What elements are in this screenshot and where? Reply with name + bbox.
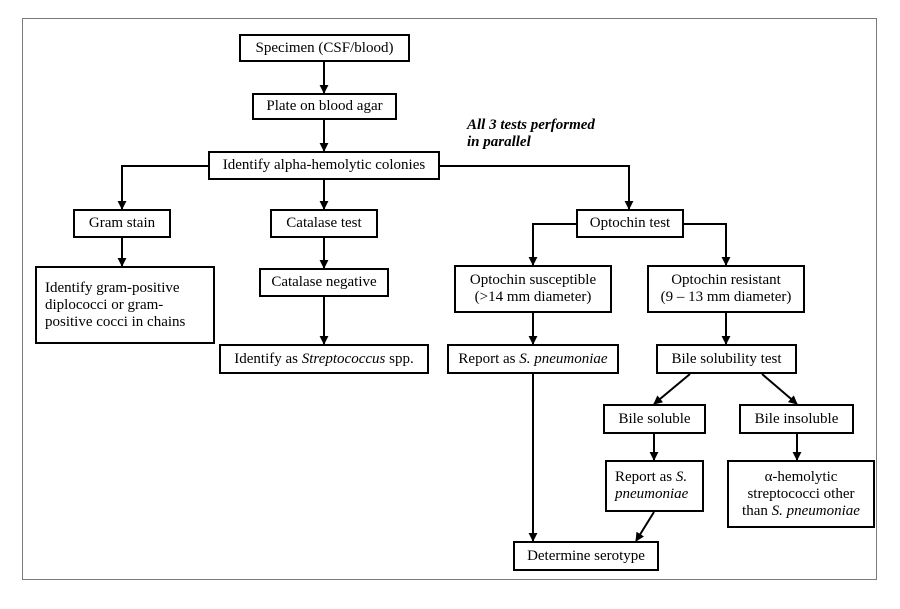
parallel-note-line2: in parallel <box>467 134 531 150</box>
node-determine-serotype-label: Determine serotype <box>527 547 645 564</box>
node-catalase-negative-label: Catalase negative <box>271 274 377 290</box>
node-optochin-susceptible-line1: Optochin susceptible <box>469 272 597 288</box>
arrow-optochin-to-resistant <box>684 223 731 266</box>
node-identify-strep-post: spp. <box>385 350 414 367</box>
node-alpha-other-line2: streptococci other <box>747 485 855 502</box>
node-catalase-negative: Catalase negative <box>259 268 389 297</box>
node-identify-strep-genus: Streptococcus <box>301 350 386 367</box>
node-report-pneumoniae: Report as S. pneumoniae <box>447 344 619 374</box>
node-bile-soluble: Bile soluble <box>603 404 706 434</box>
node-optochin-resistant: Optochin resistant (9 – 13 mm diameter) <box>647 265 805 313</box>
node-optochin-test: Optochin test <box>576 209 684 238</box>
node-catalase-test: Catalase test <box>270 209 378 238</box>
node-bile-solubility-test: Bile solubility test <box>656 344 797 374</box>
node-specimen-label: Specimen (CSF/blood) <box>255 39 394 56</box>
arrow-identify-to-gram <box>117 165 208 210</box>
node-gram-result-line2: diplococci or gram- <box>45 296 164 313</box>
node-report2-line1: Report as S. <box>615 469 688 486</box>
arrow-identify-to-optochin <box>440 165 634 210</box>
node-gram-result: Identify gram-positive diplococci or gra… <box>35 266 215 344</box>
node-alpha-other: α-hemolytic streptococci other than S. p… <box>727 460 875 528</box>
node-catalase-test-label: Catalase test <box>286 215 362 231</box>
node-alpha-other-line1: α-hemolytic <box>764 468 838 485</box>
node-gram-stain-label: Gram stain <box>88 215 156 231</box>
node-bile-soluble-label: Bile soluble <box>618 410 691 427</box>
node-report2-genus: S. <box>675 469 688 485</box>
node-optochin-resistant-line1: Optochin resistant <box>671 272 781 288</box>
node-optochin-susceptible-line2: (>14 mm diameter) <box>474 289 592 305</box>
node-optochin-resistant-line2: (9 – 13 mm diameter) <box>660 289 792 305</box>
diagram-frame <box>22 18 877 580</box>
node-optochin-test-label: Optochin test <box>589 215 671 231</box>
node-identify-strep-label: Identify as Streptococcus spp. <box>234 351 413 368</box>
node-report-pneumoniae-species: S. pneumoniae <box>519 350 608 367</box>
node-report2-species: pneumoniae <box>615 486 689 502</box>
parallel-note-line1: All 3 tests performed <box>467 117 595 133</box>
node-bile-insoluble-label: Bile insoluble <box>754 410 839 427</box>
node-report-pneumoniae-2: Report as S. pneumoniae <box>605 460 704 512</box>
node-alpha-other-line3-pre: than <box>742 502 772 519</box>
node-gram-stain: Gram stain <box>73 209 171 238</box>
node-gram-result-line1: Identify gram-positive <box>45 279 180 296</box>
node-determine-serotype: Determine serotype <box>513 541 659 571</box>
node-plate-label: Plate on blood agar <box>266 98 383 114</box>
node-identify-strep: Identify as Streptococcus spp. <box>219 344 429 374</box>
node-report-pneumoniae-label: Report as S. pneumoniae <box>458 351 607 368</box>
node-plate-blood-agar: Plate on blood agar <box>252 93 397 120</box>
node-bile-solubility-label: Bile solubility test <box>671 350 782 367</box>
node-identify-strep-pre: Identify as <box>234 350 302 367</box>
node-alpha-other-line3: than S. pneumoniae <box>742 503 860 520</box>
arrow-report2-to-serotype <box>635 511 655 542</box>
parallel-note: All 3 tests performed in parallel <box>467 117 595 151</box>
node-report-pneumoniae-pre: Report as <box>458 350 520 367</box>
node-report2-pre: Report as <box>615 469 676 485</box>
node-identify-alpha-label: Identify alpha-hemolytic colonies <box>222 157 426 173</box>
node-report2-line2: pneumoniae <box>615 486 688 503</box>
arrow-optochin-to-susceptible <box>528 223 576 266</box>
node-identify-alpha: Identify alpha-hemolytic colonies <box>208 151 440 180</box>
arrow-bile-to-soluble <box>653 373 691 405</box>
node-alpha-other-species: S. pneumoniae <box>771 502 860 519</box>
node-optochin-susceptible: Optochin susceptible (>14 mm diameter) <box>454 265 612 313</box>
arrow-bile-to-insoluble <box>761 373 798 405</box>
node-gram-result-line3: positive cocci in chains <box>45 313 186 330</box>
node-specimen: Specimen (CSF/blood) <box>239 34 410 62</box>
node-bile-insoluble: Bile insoluble <box>739 404 854 434</box>
